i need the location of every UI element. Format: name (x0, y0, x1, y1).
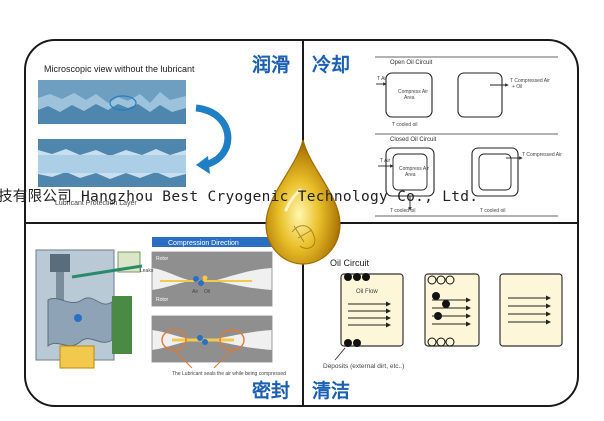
rotor-bottom-label: Rotor (156, 297, 169, 303)
sealed-rotor-top (152, 316, 272, 340)
compressor-pipe (112, 296, 132, 354)
open-circuit-heading: Open Oil Circuit (390, 60, 433, 66)
suspended-deposit (442, 300, 450, 308)
sealing-title: 密封 (252, 380, 291, 402)
open-circuit-loop-a (385, 72, 433, 118)
loosened-deposit (427, 337, 437, 347)
lubrication-panel: Microscopic view without the lubricant L… (38, 64, 232, 207)
closed-t-air: T Air (380, 158, 391, 164)
closed-compress-air: Compress Air (399, 166, 429, 172)
sealed-rotor-bottom (152, 340, 272, 362)
open-t-cooled-oil: T cooled oil (392, 122, 417, 128)
deposit-dot (344, 273, 352, 281)
deposits-label: Deposits (external dirt, etc..) (323, 363, 404, 370)
leak-oil-dot (202, 275, 208, 281)
leak-air-dot (198, 280, 204, 286)
closed-area: Area (405, 172, 416, 178)
closed-loop-b-outer (471, 147, 519, 197)
deposit-dot (353, 339, 361, 347)
cleaning-box-washing (424, 273, 480, 347)
oil-label: Oil (204, 289, 210, 295)
compression-direction-label: Compression Direction (168, 240, 239, 247)
sealed-air-dot (197, 335, 203, 341)
lubricated-bottom-surface (38, 172, 186, 187)
leak-rotor-top (152, 252, 272, 282)
compressor-oil-sump (59, 345, 95, 369)
loosened-deposit (445, 337, 455, 347)
closed-t-compressed: T Compressed Air (522, 152, 562, 158)
deposit-dot (344, 339, 352, 347)
open-compress-air: Compress Air (398, 89, 428, 95)
deposits-pointer (334, 347, 346, 361)
compressor-motor (50, 254, 70, 272)
note-pointer-left (173, 349, 193, 369)
sealing-note-text: The Lubricant seals the air while being … (172, 371, 286, 377)
suspended-deposit (432, 292, 440, 300)
loosened-deposit (436, 337, 446, 347)
oil-circuit-label: Oil Circuit (330, 258, 370, 268)
lubrication-caption: Microscopic view without the lubricant (44, 64, 195, 74)
cleaning-box-dirty (340, 273, 404, 347)
open-t-compressed: T Compressed Air (510, 78, 550, 84)
compressor-rotor (47, 297, 113, 348)
cooling-panel: Open Oil Circuit T Air Compress Air Area… (375, 56, 562, 217)
arrow-icon (196, 156, 210, 174)
air-label: Air (192, 289, 198, 295)
transition-arrow (195, 104, 232, 169)
closed-t-cooled-oil-2: T cooled oil (480, 208, 505, 214)
sealed-air-dot (202, 339, 208, 345)
closed-t-cooled-oil: T cooled oil (390, 208, 415, 214)
cleaning-panel: Oil Circuit Oil Flow Deposits (external … (323, 258, 563, 370)
lubricant-film-label: Lubricant Protection Layer (55, 200, 137, 207)
contact-point-highlight (109, 95, 137, 111)
deposit-dot (353, 273, 361, 281)
oil-flow-label: Oil Flow (356, 289, 378, 295)
dry-top-surface (38, 80, 186, 103)
open-circuit-loop-b (457, 72, 503, 118)
loosened-deposit (445, 275, 455, 285)
lubrication-title: 润滑 (252, 54, 291, 76)
cleaning-box-clean (499, 273, 563, 347)
lubricant-film (38, 155, 186, 173)
leaks-label: Leaks (140, 268, 154, 274)
leak-air-dot (193, 276, 199, 282)
oil-drop-icon (265, 139, 341, 265)
cooling-title: 冷却 (312, 54, 351, 76)
closed-loop-b-inner (478, 153, 512, 191)
compression-direction-bar (152, 237, 272, 247)
closed-loop-a-inner (392, 153, 428, 191)
cleaning-title: 清洁 (312, 380, 351, 402)
dry-bottom-surface (38, 104, 186, 124)
loosened-deposit (427, 275, 437, 285)
open-plus-oil: + Oil (512, 84, 522, 90)
open-t-air: T Air (377, 76, 388, 82)
leak-rotor-bottom (152, 280, 272, 306)
loosened-deposit (436, 275, 446, 285)
deposit-dot (362, 273, 370, 281)
note-pointer-right (213, 349, 233, 369)
rotor-oil-dot (74, 314, 82, 322)
callout-line (71, 264, 143, 279)
rotor-top-label: Rotor (156, 256, 169, 262)
sealing-panel: Compression Direction Leaks Rotor Rotor … (35, 237, 286, 377)
compressor-valve (56, 272, 64, 312)
lubricated-top-surface (38, 139, 186, 156)
open-area: Area (404, 95, 415, 101)
sealing-note: The Lubricant seals the air while being … (172, 371, 286, 377)
closed-circuit-heading: Closed Oil Circuit (390, 137, 437, 143)
